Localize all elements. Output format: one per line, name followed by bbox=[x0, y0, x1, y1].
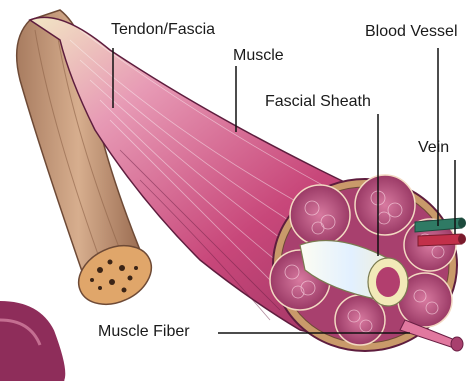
label-tendon-fascia: Tendon/Fascia bbox=[111, 22, 215, 38]
label-muscle: Muscle bbox=[233, 48, 284, 64]
label-blood-vessel: Blood Vessel bbox=[365, 24, 458, 40]
cross-section bbox=[270, 175, 466, 351]
label-muscle-fiber: Muscle Fiber bbox=[98, 324, 190, 340]
adjacent-muscle bbox=[0, 300, 66, 381]
label-vein: Vein bbox=[418, 140, 449, 156]
label-fascial-sheath: Fascial Sheath bbox=[265, 94, 371, 110]
